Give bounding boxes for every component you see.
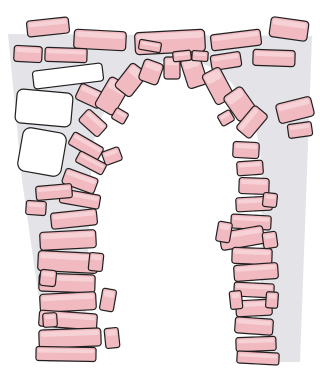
brick-stone-36 (239, 177, 270, 194)
brick-stone-29 (40, 292, 97, 313)
brick-stone-26 (40, 230, 97, 251)
brick-stone-52-highlight (231, 293, 239, 299)
brick-stone-40 (232, 247, 273, 264)
brick-stone-55 (173, 50, 192, 62)
brick-stone-62-body (43, 313, 58, 328)
brick-stone-44 (234, 317, 273, 336)
brick-stone-63-highlight (91, 255, 101, 261)
brick-stone-51 (215, 221, 232, 243)
brick-stone-9 (253, 49, 296, 66)
white-stone-2 (15, 89, 74, 128)
brick-stone-60-body (262, 231, 278, 249)
brick-stone-62-highlight (45, 315, 55, 320)
brick-stone-6 (14, 45, 43, 62)
brick-stone-36-highlight (241, 180, 267, 185)
brick-stone-63 (88, 252, 104, 271)
brick-stone-64 (265, 292, 278, 309)
white-stone-3-body (17, 127, 68, 178)
white-stone-2-body (15, 89, 74, 128)
brick-stone-32 (36, 346, 96, 361)
brick-stone-46 (237, 351, 280, 365)
brick-stone-64-highlight (268, 294, 276, 299)
brick-stone-58-body (192, 50, 209, 61)
brick-stone-62 (43, 313, 58, 328)
brick-stone-1 (26, 17, 69, 37)
brick-stone-58 (192, 50, 209, 61)
brick-stone-47 (101, 146, 123, 165)
brick-stone-54 (287, 121, 313, 138)
brick-stone-53-body (26, 200, 47, 215)
brick-stone-50-highlight (106, 330, 117, 337)
brick-stone-61 (39, 269, 57, 287)
brick-stone-2 (74, 29, 127, 51)
brick-stone-61-body (39, 269, 57, 287)
brick-stone-59-body (262, 192, 277, 207)
brick-stone-45 (236, 336, 276, 351)
brick-stone-52 (229, 290, 243, 309)
brick-stone-7 (45, 47, 87, 62)
brick-stone-49 (99, 288, 117, 312)
brick-stone-31 (39, 328, 102, 348)
brick-stone-33 (35, 183, 72, 200)
brick-stone-59 (262, 192, 277, 207)
brick-stone-60 (262, 231, 278, 249)
brick-stone-53 (26, 200, 47, 215)
brick-stone-34 (233, 141, 260, 158)
white-stone-3 (17, 127, 68, 178)
brick-stone-35 (237, 160, 264, 176)
brick-stone-41 (233, 262, 278, 281)
brick-stone-47-body (101, 146, 123, 165)
brick-stone-50 (104, 327, 120, 348)
